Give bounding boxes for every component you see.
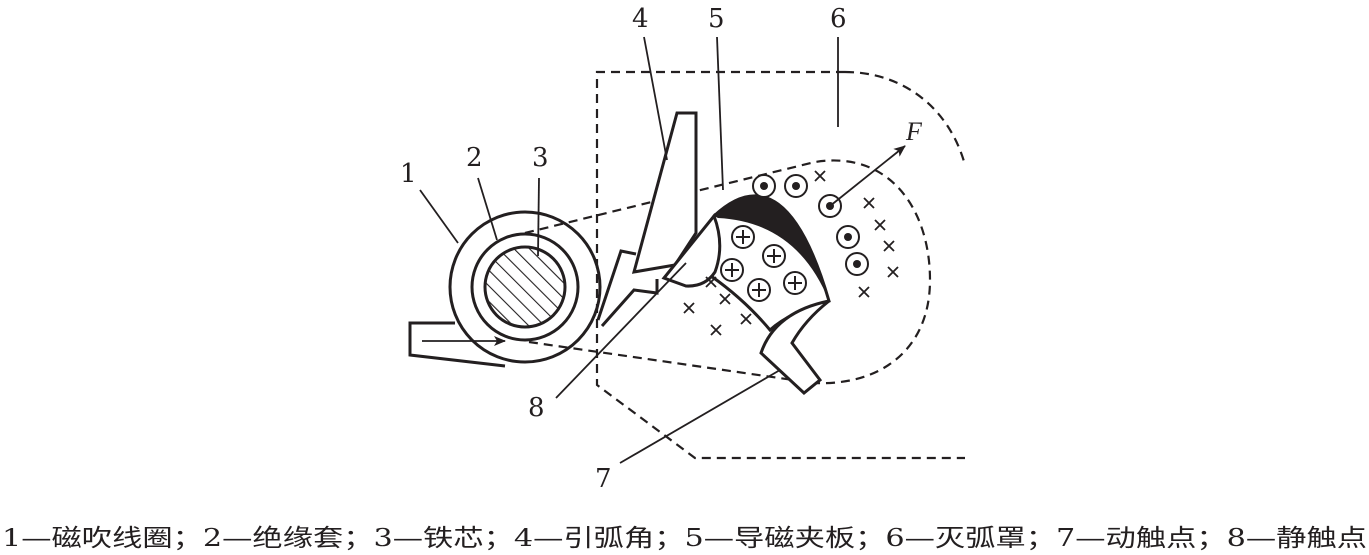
current-into-page-group bbox=[720, 225, 807, 302]
field-dot-symbol bbox=[784, 174, 808, 198]
arc-crescent bbox=[714, 195, 829, 301]
magnetic-plate-outline bbox=[524, 159, 932, 385]
current-plus-symbol bbox=[783, 271, 807, 295]
label-3: 3 bbox=[532, 143, 549, 173]
current-plus-symbol bbox=[762, 244, 786, 268]
field-into-page-group bbox=[683, 170, 899, 336]
field-cross-symbol bbox=[705, 276, 717, 288]
iron-core bbox=[483, 245, 567, 329]
moving-contact bbox=[759, 299, 830, 395]
field-cross-symbol bbox=[883, 240, 895, 252]
label-1: 1 bbox=[400, 159, 417, 189]
field-cross-symbol bbox=[719, 293, 731, 305]
label-7: 7 bbox=[595, 464, 612, 494]
force-label: F bbox=[905, 117, 923, 146]
label-5: 5 bbox=[708, 4, 725, 34]
field-cross-symbol bbox=[710, 324, 722, 336]
field-dot-symbol bbox=[752, 174, 776, 198]
field-cross-symbol bbox=[874, 219, 886, 231]
static-contact-arm bbox=[596, 249, 659, 327]
label-4: 4 bbox=[632, 4, 649, 34]
figure-caption: 1—磁吹线圈；2—绝缘套；3—铁芯；4—引弧角；5—导磁夹板；6—灭弧罩；7—动… bbox=[2, 524, 1367, 552]
field-out-of-page-group bbox=[752, 174, 869, 276]
current-plus-symbol bbox=[731, 225, 755, 249]
lead-conductor bbox=[408, 321, 506, 368]
leader-lines bbox=[419, 36, 839, 464]
field-dot-symbol bbox=[836, 225, 860, 249]
arc-chute-outline bbox=[595, 70, 967, 460]
field-dot-symbol bbox=[845, 252, 869, 276]
static-contact bbox=[661, 213, 722, 288]
current-plus-symbol bbox=[720, 258, 744, 282]
field-cross-symbol bbox=[887, 266, 899, 278]
field-cross-symbol bbox=[740, 313, 752, 325]
current-plus-symbol bbox=[747, 278, 771, 302]
field-cross-symbol bbox=[858, 286, 870, 298]
label-8: 8 bbox=[528, 393, 545, 423]
field-cross-symbol bbox=[683, 302, 695, 314]
label-2: 2 bbox=[466, 143, 483, 173]
field-cross-symbol bbox=[814, 170, 826, 182]
label-6: 6 bbox=[830, 4, 847, 34]
force-arrow bbox=[829, 145, 906, 207]
blowout-coil bbox=[448, 210, 602, 364]
field-cross-symbol bbox=[863, 197, 875, 209]
